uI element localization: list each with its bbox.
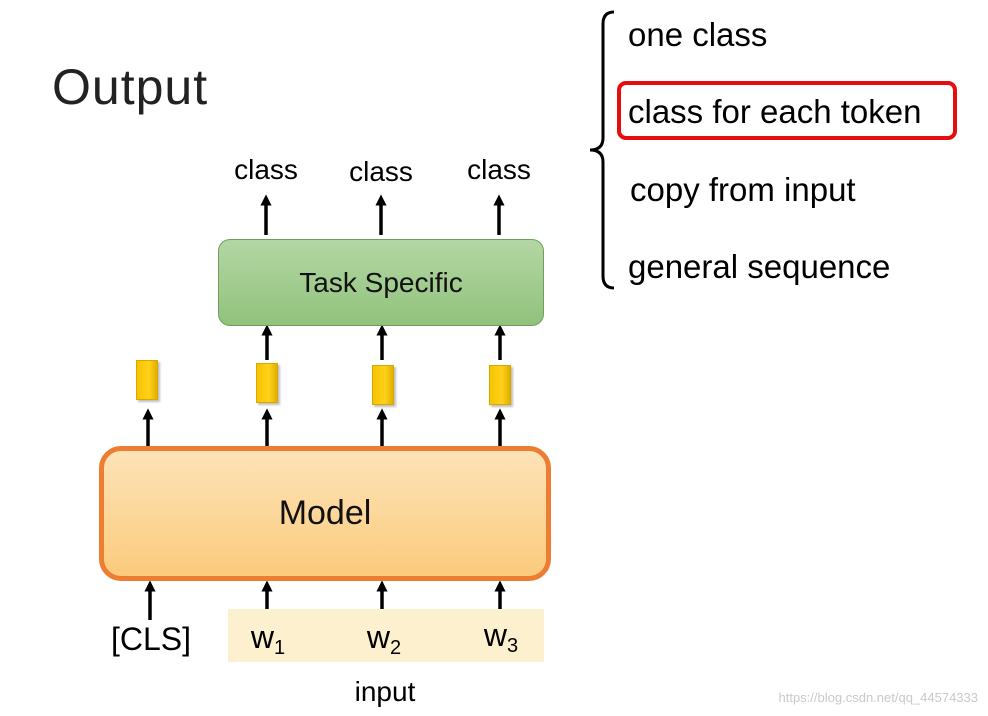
embedding-w3	[489, 365, 511, 405]
option-one-class: one class	[628, 16, 768, 53]
model-label: Model	[278, 494, 372, 532]
embedding-cls	[136, 360, 158, 400]
embedding-w1	[256, 363, 278, 403]
option-general-sequence: general sequence	[628, 248, 891, 285]
task-specific-label: Task Specific	[299, 266, 463, 298]
input-token-w2: w2	[366, 619, 402, 659]
cls-token: [CLS]	[110, 621, 192, 657]
input-token-band	[228, 609, 544, 662]
output-class-label-1: class	[234, 154, 298, 185]
option-copy-from-input: copy from input	[630, 171, 856, 208]
task-specific-box: Task Specific	[218, 239, 544, 326]
option-highlight-box	[617, 81, 957, 140]
input-token-w3: w3	[483, 617, 519, 657]
embedding-w2	[372, 365, 394, 405]
output-class-label-3: class	[467, 154, 531, 185]
page-title: Output	[52, 59, 209, 115]
input-token-w1: w1	[250, 619, 286, 659]
input-label: input	[354, 676, 416, 707]
watermark-text: https://blog.csdn.net/qq_44574333	[778, 690, 979, 705]
output-class-label-2: class	[349, 156, 413, 187]
option-class-for-each-token: class for each token	[628, 93, 922, 130]
model-box: Model	[99, 446, 551, 581]
